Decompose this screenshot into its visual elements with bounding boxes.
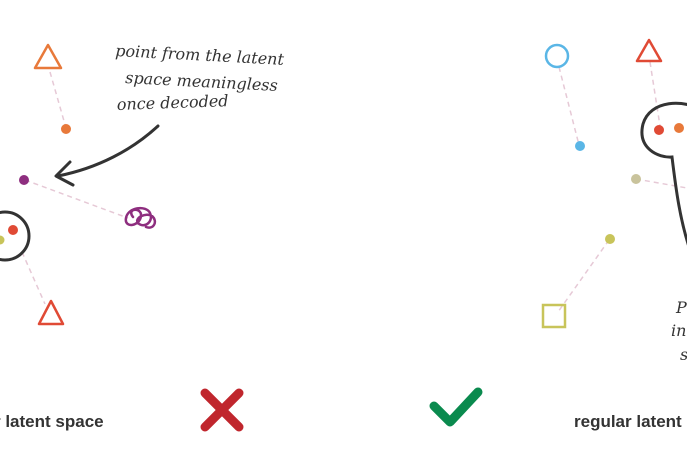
cluster-outline — [640, 101, 687, 246]
dashed-link — [24, 179, 129, 219]
dashed-link — [557, 239, 610, 313]
dashed-link — [558, 66, 580, 146]
partial-annotation-1: P — [675, 298, 687, 317]
yellow-latent-point — [0, 235, 5, 245]
dashed-link — [635, 178, 687, 189]
dashed-link — [49, 71, 67, 129]
purple-latent-point — [19, 175, 29, 185]
annotation-line-1: point from the latent — [115, 41, 285, 69]
red-triangle-shape — [635, 38, 663, 63]
blue-latent-point — [575, 141, 585, 151]
red-triangle-shape — [37, 299, 65, 326]
annotation-line-2: space meaningless — [125, 68, 278, 95]
yellow-latent-point — [605, 234, 615, 244]
red-latent-point — [654, 125, 664, 135]
check-icon — [429, 387, 483, 427]
yellow-square-shape — [541, 303, 567, 329]
annotation-arrow — [56, 124, 160, 178]
blue-circle-shape — [544, 43, 570, 69]
orange-latent-point — [674, 123, 684, 133]
partial-annotation-2: in — [671, 321, 686, 340]
orange-latent-point — [61, 124, 71, 134]
dashed-link — [649, 61, 661, 127]
right-caption: regular latent — [574, 412, 682, 431]
beige-latent-point — [631, 174, 641, 184]
meaningless-squiggle-shape — [124, 206, 157, 229]
left-caption: r latent space — [0, 412, 104, 431]
partial-annotation-3: s — [680, 345, 687, 364]
orange-triangle-shape — [33, 43, 63, 70]
cluster-circle — [0, 210, 31, 262]
annotation-line-3: once decoded — [116, 91, 228, 114]
right-panel: P in s regular latent — [541, 38, 687, 431]
dashed-link — [21, 251, 46, 305]
cross-icon — [200, 388, 244, 432]
red-latent-point — [8, 225, 18, 235]
left-panel: point from the latent space meaningless … — [0, 41, 285, 431]
arrow-head-icon — [54, 160, 75, 187]
